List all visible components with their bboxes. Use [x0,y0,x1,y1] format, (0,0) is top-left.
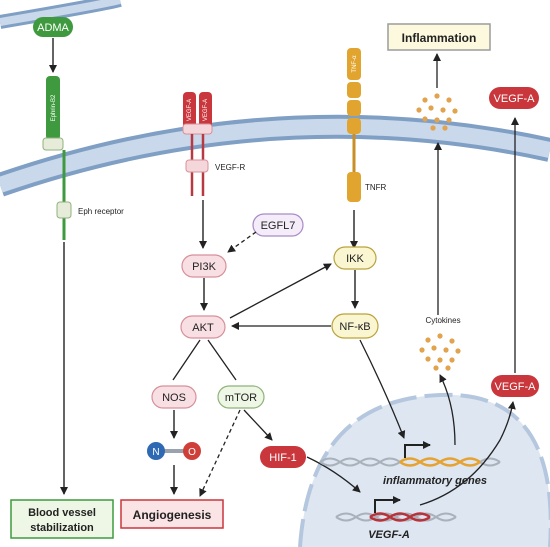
ephrin-b2-label: Ephrin-B2 [51,94,57,121]
no-o-label: O [188,447,196,458]
nitrogen-atom [147,442,165,460]
nfkb-label: NF-κB [339,321,370,333]
vegf-a-ligand-label-2: VEGF-A [203,99,209,121]
inflammation-box: Inflammation [387,23,491,51]
vegf-a-ligands: VEGF-A VEGF-A [182,92,213,135]
akt-to-nos-arrow [172,339,201,381]
hif1-to-vegf-gene-arrow [306,456,361,493]
cytokines-cluster-upper [416,93,458,131]
cytokines-cluster-lower [419,333,461,371]
hif1-pill: HIF-1 [260,446,306,468]
tnfr-label: TNFR [365,183,387,192]
no-n-label: N [152,447,159,458]
vegf-a-ligand-label-1: VEGF-A [187,99,193,121]
adma-label: ADMA [37,22,69,34]
inflammatory-genes-label: inflammatory genes [383,475,487,487]
tnf-alpha-label: TNF-α [352,55,358,73]
eph-receptor: Eph receptor [56,201,124,219]
vegf-a-gene-dna: VEGF-A [335,496,457,541]
genes-to-cytokines-arrow [439,374,456,446]
egfl7-label: EGFL7 [261,220,296,232]
akt-label: AKT [192,322,214,334]
angiogenesis-box: Angiogenesis [120,499,224,529]
eph-receptor-label: Eph receptor [78,207,124,216]
egfl7-pill: EGFL7 [252,213,304,237]
ikk-pill: IKK [333,246,377,270]
nucleus [298,392,550,547]
nos-label: NOS [162,392,186,404]
akt-to-mtor-arrow [207,339,237,381]
oxygen-atom [183,442,201,460]
nfkb-pill: NF-κB [331,313,379,339]
vegf-a-mid-label: VEGF-A [495,381,537,393]
top-left-membrane [0,0,122,29]
mtor-to-hif1-arrow [243,409,273,441]
vegf-a-mid-pill: VEGF-A [491,375,539,397]
mtor-pill: mTOR [217,385,265,409]
pi3k-label: PI3K [192,261,217,273]
inflammatory-genes-promoter-arrow [404,441,431,458]
ephrin-b2-protein: Ephrin-B2 [42,76,64,151]
vegf-r-label: VEGF-R [215,163,245,172]
vegf-gene-to-vegf-a-arrow [419,401,516,506]
pi3k-pill: PI3K [181,254,227,278]
cell-membrane [0,114,550,197]
tnf-alpha-ligand: TNF-α [347,48,361,80]
vegf-a-gene-promoter-arrow [374,496,401,513]
akt-to-ikk-arrow [229,263,332,319]
vegf-r-receptor: VEGF-R [185,134,245,196]
hif1-label: HIF-1 [269,452,297,464]
vegf-a-top-pill: VEGF-A [489,87,539,109]
vegf-a-gene-label: VEGF-A [368,529,410,541]
angiogenesis-label: Angiogenesis [133,508,212,522]
akt-pill: AKT [180,315,226,339]
mtor-to-angiogenesis-arrow [199,409,241,497]
nos-pill: NOS [151,385,197,409]
cytokines-label: Cytokines [425,316,460,325]
blood-vessel-line2: stabilization [30,522,94,534]
ikk-label: IKK [346,253,364,265]
inflammation-label: Inflammation [402,31,477,45]
vegf-a-top-label: VEGF-A [494,93,536,105]
blood-vessel-line1: Blood vessel [28,507,96,519]
nitric-oxide-molecule: N O [147,442,201,460]
tnfr-receptor: TNFR [347,82,387,202]
blood-vessel-stabilization-box: Blood vessel stabilization [10,499,114,539]
nfkb-to-genes-arrow [359,339,406,439]
mtor-label: mTOR [225,392,257,404]
egfl7-to-pi3k-arrow [227,231,257,253]
adma-pill: ADMA [33,17,73,37]
